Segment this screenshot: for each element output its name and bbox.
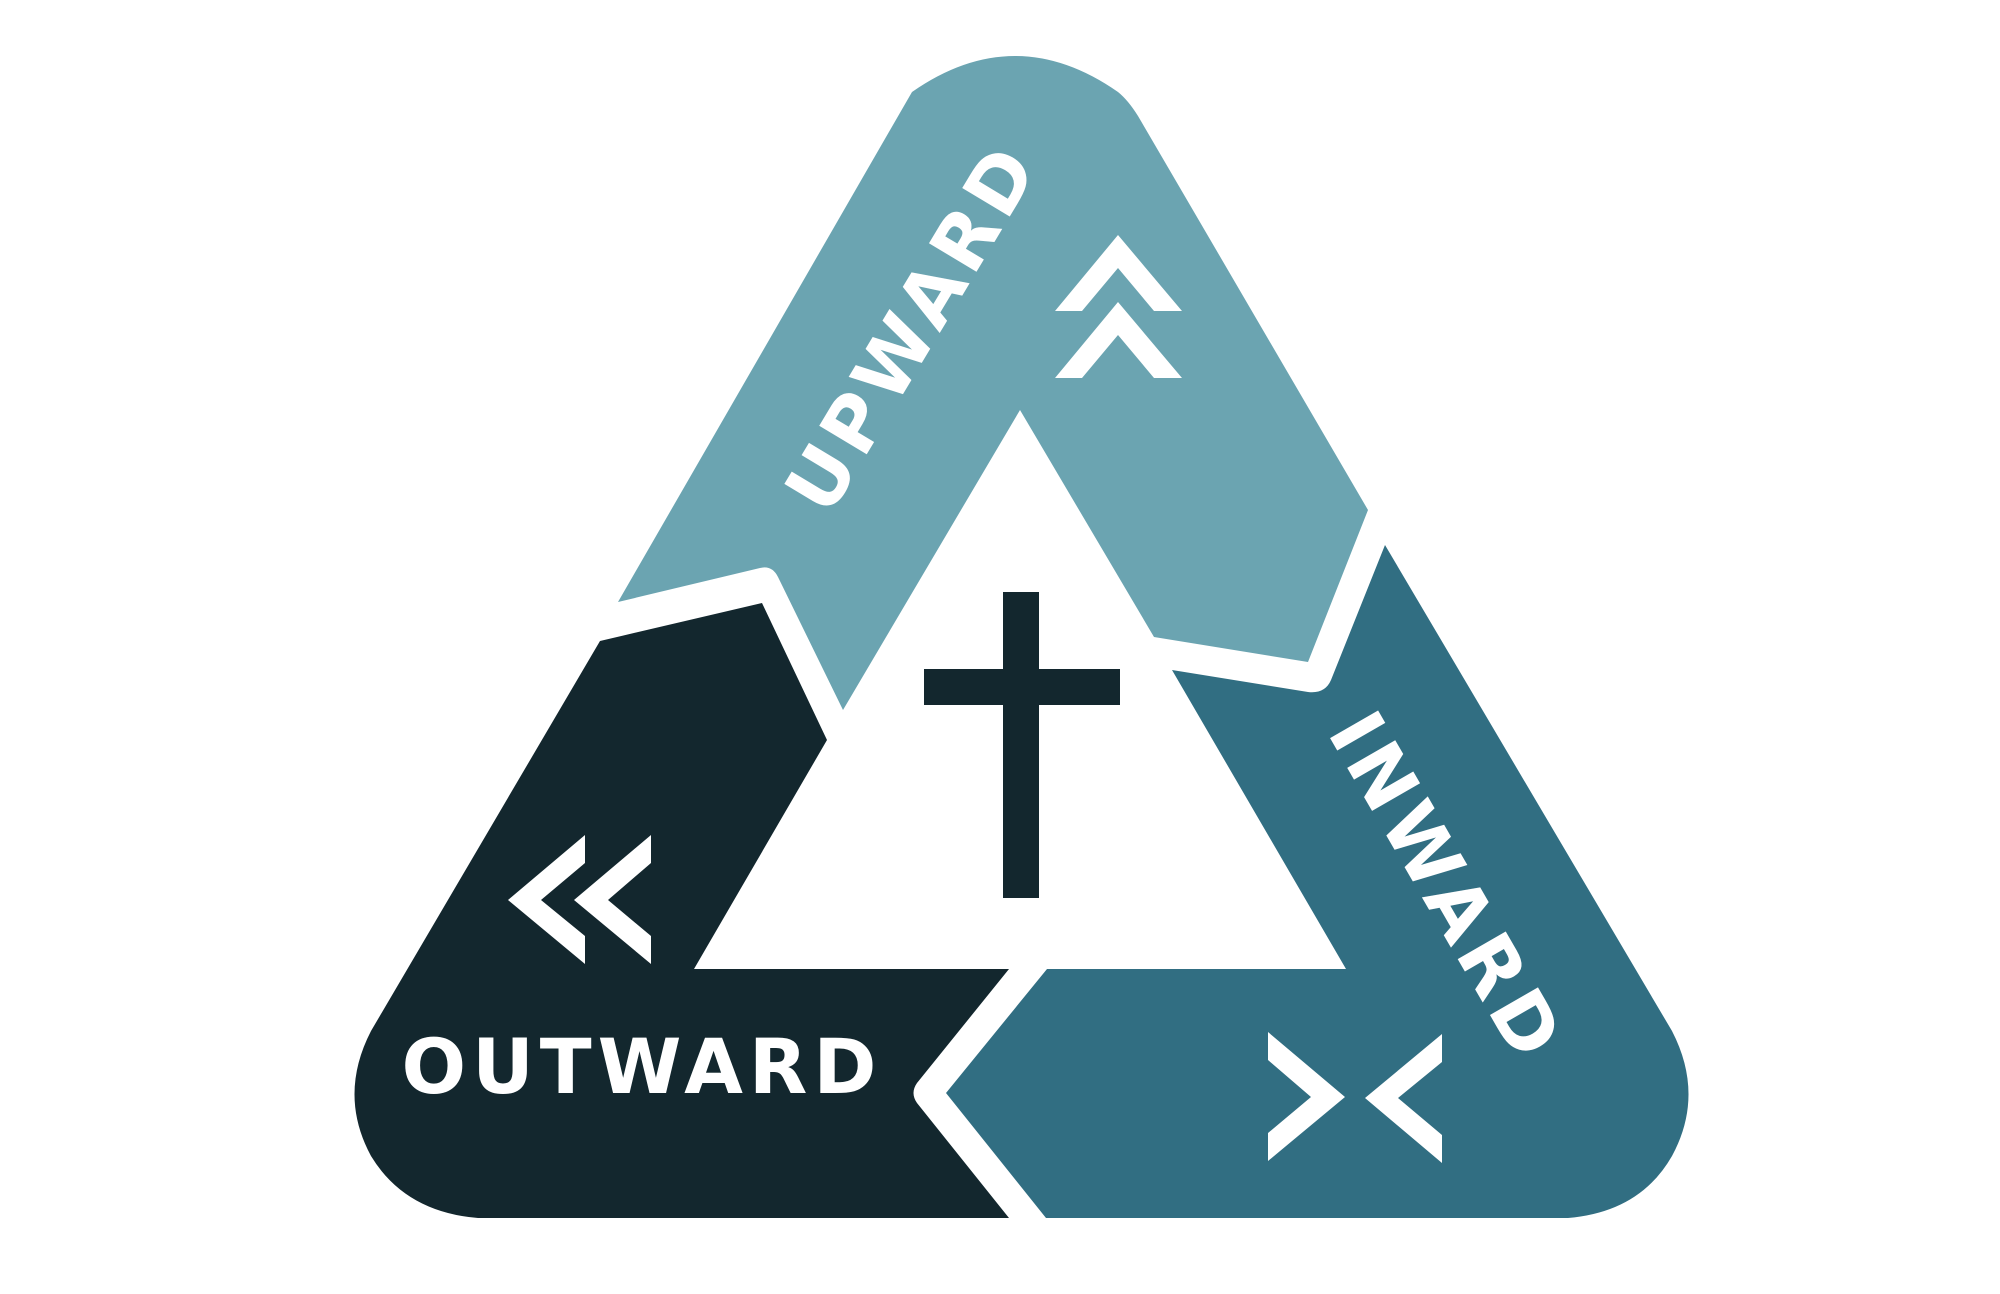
outward-segment-shape: [354, 603, 1009, 1218]
inward-chevrons-icon: [1268, 1032, 1442, 1163]
cross-icon: [924, 592, 1120, 898]
inward-segment-shape: [946, 545, 1689, 1218]
outward-chevrons-icon: [508, 835, 651, 964]
upward-segment-shape: [618, 56, 1368, 710]
inward-segment: INWARD: [946, 545, 1689, 1218]
upward-chevrons-icon: [1055, 235, 1182, 378]
outward-segment: OUTWARD: [354, 603, 1009, 1218]
outward-label: OUTWARD: [401, 1022, 882, 1111]
